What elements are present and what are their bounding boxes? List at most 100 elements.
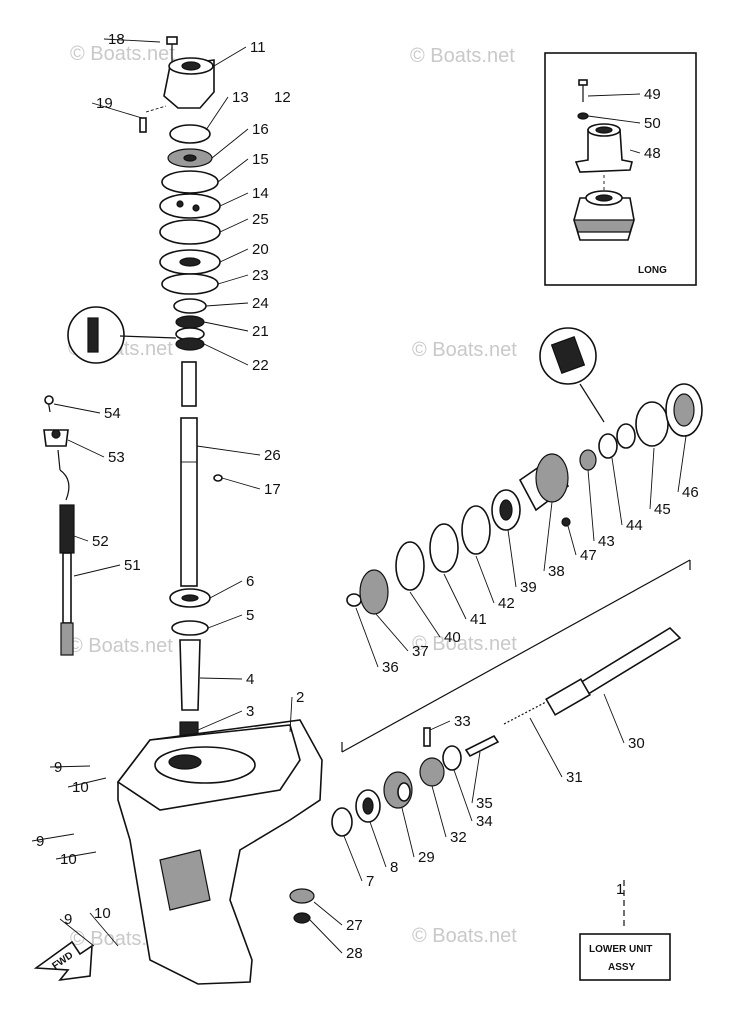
callout-29: 29	[418, 849, 435, 866]
leader-15	[217, 158, 249, 183]
callout-49: 49	[644, 86, 661, 103]
callout-9: 9	[36, 833, 44, 850]
callout-3: 3	[246, 703, 254, 720]
leader-41	[443, 573, 467, 620]
leader-34	[453, 769, 473, 822]
leader-10	[89, 912, 119, 947]
callout-33: 33	[454, 713, 471, 730]
leader-38	[543, 501, 553, 572]
leader-49	[587, 93, 641, 97]
leader-9	[31, 833, 75, 842]
leader-13	[205, 96, 229, 131]
leader-6	[209, 580, 243, 599]
leader-10	[55, 851, 97, 860]
callout-42: 42	[498, 595, 515, 612]
callout-51: 51	[124, 557, 141, 574]
callout-22: 22	[252, 357, 269, 374]
inset-label: LONG	[638, 265, 667, 276]
assy-box-line2: ASSY	[608, 962, 636, 973]
callout-41: 41	[470, 611, 487, 628]
leader-30	[603, 693, 625, 744]
lower-casing	[116, 719, 323, 985]
callout-38: 38	[548, 563, 565, 580]
fwd-arrow: FWD	[33, 940, 93, 982]
leader-52	[73, 535, 89, 542]
leader-32	[431, 785, 447, 838]
leader-53	[67, 439, 105, 458]
callout-10: 10	[60, 851, 77, 868]
callout-31: 31	[566, 769, 583, 786]
leader-24	[205, 302, 249, 307]
leader-5	[207, 614, 243, 629]
leader-lines	[31, 38, 687, 954]
callout-4: 4	[246, 671, 254, 688]
leader-19	[91, 102, 143, 119]
leader-9	[59, 918, 95, 947]
callout-24: 24	[252, 295, 269, 312]
callout-47: 47	[580, 547, 597, 564]
callout-14: 14	[252, 185, 269, 202]
watermark-1: © Boats.net	[70, 43, 175, 65]
callout-44: 44	[626, 517, 643, 534]
callout-18: 18	[108, 31, 125, 48]
leader-50	[587, 115, 641, 124]
leader-21	[203, 321, 249, 332]
leader-47	[567, 525, 577, 556]
callout-16: 16	[252, 121, 269, 138]
callout-37: 37	[412, 643, 429, 660]
prop-shaft-assembly	[289, 559, 691, 924]
callout-20: 20	[252, 241, 269, 258]
callout-50: 50	[644, 115, 661, 132]
callout-17: 17	[264, 481, 281, 498]
callout-9: 9	[64, 911, 72, 928]
callout-10: 10	[72, 779, 89, 796]
callout-8: 8	[390, 859, 398, 876]
leader-45	[649, 447, 655, 510]
shift-rod	[43, 395, 75, 656]
callout-43: 43	[598, 533, 615, 550]
leader-16	[211, 128, 249, 159]
leader-25	[219, 218, 249, 233]
callout-6: 6	[246, 573, 254, 590]
leader-17	[221, 477, 261, 490]
callout-27: 27	[346, 917, 363, 934]
leader-11	[213, 46, 247, 67]
callout-48: 48	[644, 145, 661, 162]
watermark-8: © Boats.net	[412, 925, 517, 947]
callout-25: 25	[252, 211, 269, 228]
assy-box: LOWER UNIT ASSY	[579, 880, 671, 981]
leader-54	[53, 403, 101, 414]
callout-19: 19	[96, 95, 113, 112]
leader-33	[429, 720, 451, 731]
callout-13: 13	[232, 89, 249, 106]
leader-22	[203, 343, 249, 366]
callout-30: 30	[628, 735, 645, 752]
callout-46: 46	[682, 484, 699, 501]
leader-2	[289, 696, 293, 733]
leader-31	[529, 717, 563, 778]
leader-14	[219, 192, 249, 207]
callout-12: 12	[274, 89, 291, 106]
callout-40: 40	[444, 629, 461, 646]
leader-20	[219, 248, 249, 263]
callout-35: 35	[476, 795, 493, 812]
leader-39	[507, 529, 517, 588]
callout-2: 2	[296, 689, 304, 706]
water-pump-stack	[139, 36, 223, 743]
grease-callout-left	[67, 306, 177, 364]
leader-36	[355, 607, 379, 668]
gear-assembly	[346, 383, 703, 615]
callout-54: 54	[104, 405, 121, 422]
leader-9	[49, 765, 91, 768]
callout-11: 11	[250, 39, 266, 56]
callout-15: 15	[252, 151, 269, 168]
leader-23	[217, 274, 249, 285]
callout-9: 9	[54, 759, 62, 776]
grease-callout-right	[539, 327, 605, 423]
leader-37	[375, 613, 409, 652]
callout-10: 10	[94, 905, 111, 922]
callout-36: 36	[382, 659, 399, 676]
leader-18	[103, 38, 161, 43]
leader-43	[587, 469, 595, 542]
